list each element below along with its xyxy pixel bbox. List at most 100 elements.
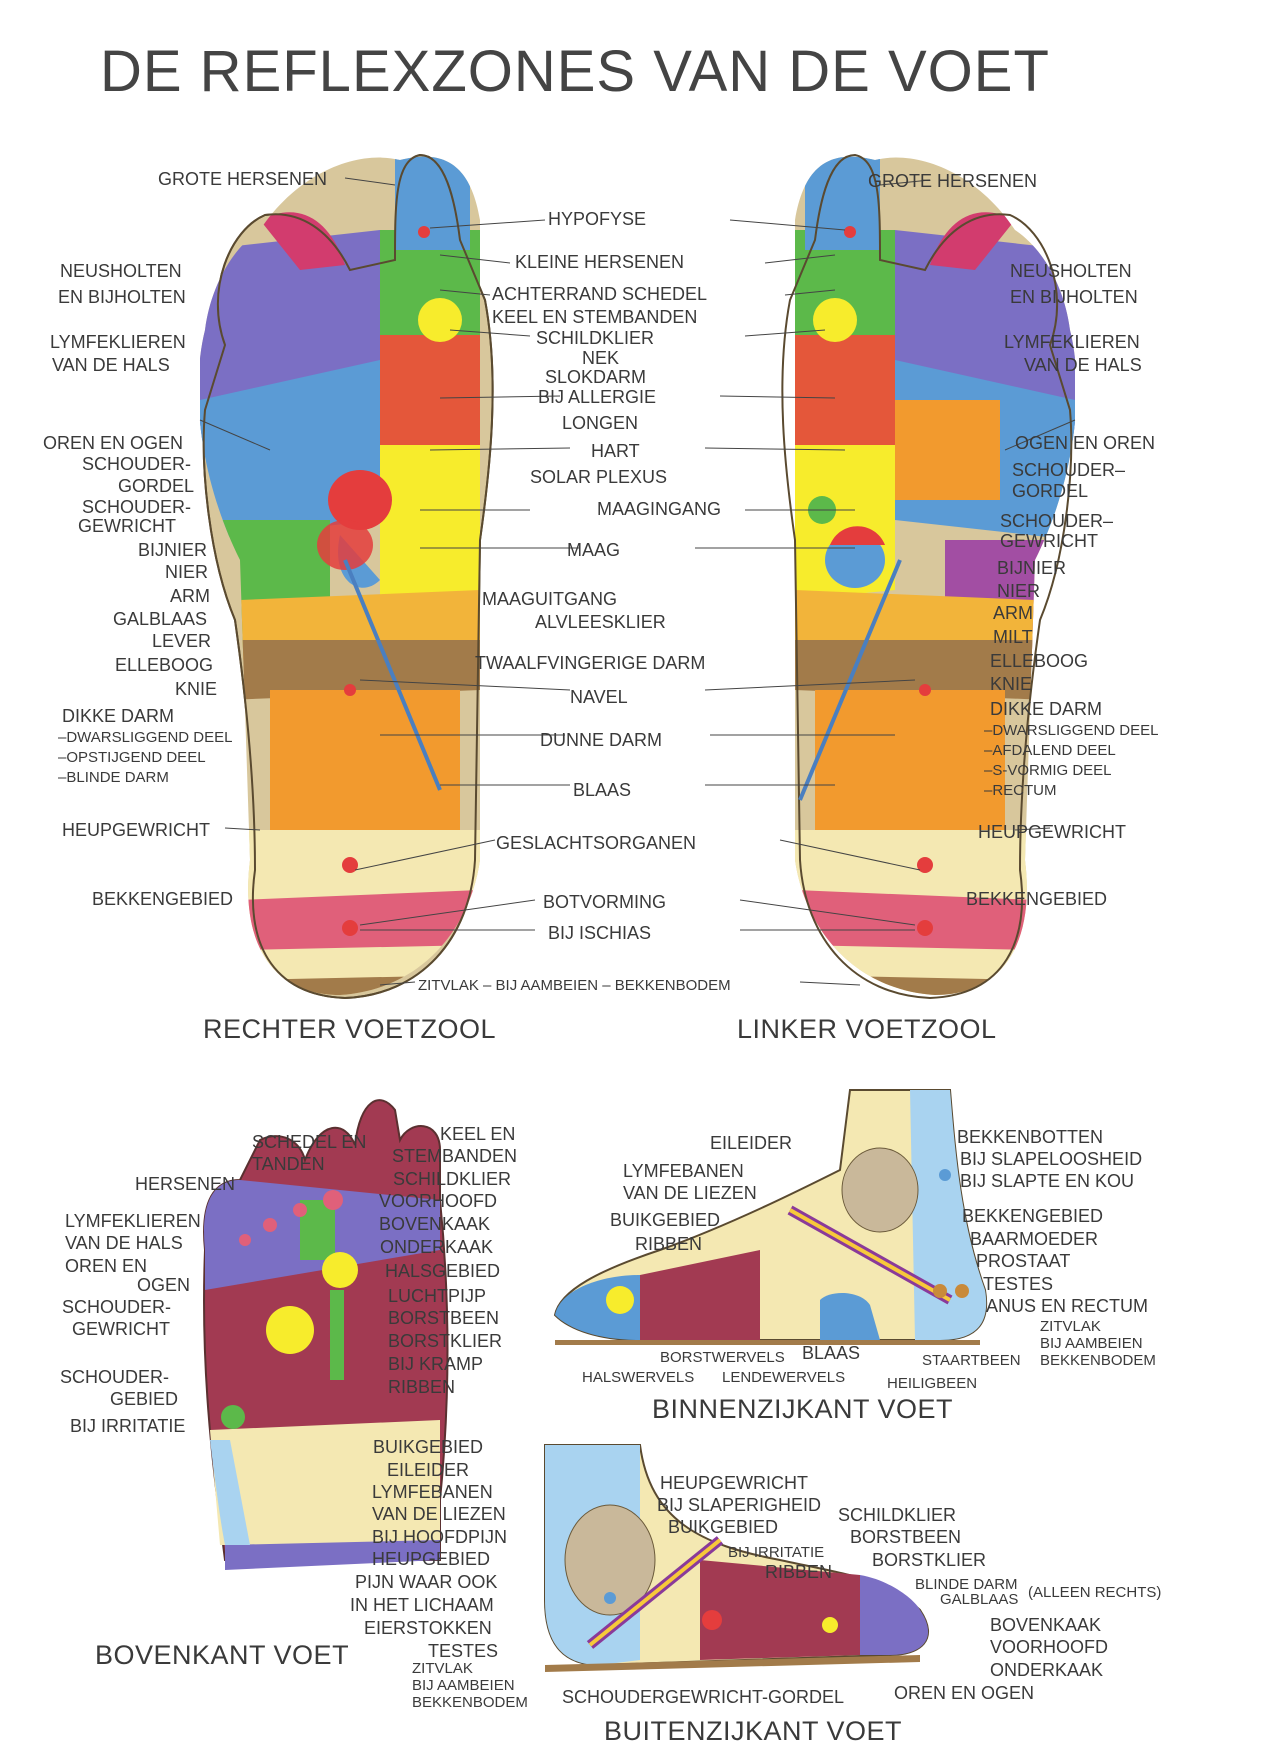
ls-dwarsliggend-deel: –DWARSLIGGEND DEEL [984, 722, 1159, 739]
inner-ribben: RIBBEN [635, 1234, 703, 1254]
rs-lymfeklieren: LYMFEKLIEREN [50, 332, 186, 352]
outer-bij-slaperigheid: BIJ SLAPERIGHEID [657, 1495, 822, 1515]
top-schedel-en: SCHEDEL EN [252, 1132, 367, 1152]
caption-binnenzijkant-voet: BINNENZIJKANT VOET [652, 1394, 954, 1424]
ls-ogen-en-oren: OGEN EN OREN [1015, 433, 1156, 453]
outer-galblaas: GALBLAAS [940, 1591, 1019, 1608]
rs-dwarsliggend-deel: –DWARSLIGGEND DEEL [58, 729, 233, 746]
ls-schouder-2: SCHOUDER– [1000, 511, 1114, 531]
label-maaguitgang: MAAGUITGANG [482, 589, 618, 609]
rs-heupgewricht: HEUPGEWRICHT [62, 820, 210, 840]
top-heupgebied: HEUPGEBIED [372, 1549, 491, 1569]
rs-schouder-2: SCHOUDER- [82, 497, 192, 517]
top-schouder-gewricht-1: SCHOUDER- [62, 1297, 172, 1317]
ls-elleboog: ELLEBOOG [990, 651, 1089, 671]
rs-gewricht: GEWRICHT [78, 516, 176, 536]
ls-grote-hersenen: GROTE HERSENEN [868, 171, 1038, 191]
top-lymfebanen: LYMFEBANEN [372, 1482, 493, 1502]
label-dunne-darm: DUNNE DARM [540, 730, 663, 750]
top-buikgebied: BUIKGEBIED [373, 1437, 484, 1457]
label-hypofyse: HYPOFYSE [548, 209, 647, 229]
top-borstklier: BORSTKLIER [388, 1331, 503, 1351]
top-hersenen: HERSENEN [135, 1174, 236, 1194]
outer-heupgewricht: HEUPGEWRICHT [660, 1473, 808, 1493]
inner-blaas: BLAAS [802, 1343, 861, 1363]
rs-neusholten: NEUSHOLTEN [60, 261, 182, 281]
ls-arm: ARM [993, 603, 1033, 623]
rs-grote-hersenen: GROTE HERSENEN [158, 169, 328, 189]
ls-gordel: GORDEL [1012, 481, 1089, 501]
inner-bij-slapeloosheid: BIJ SLAPELOOSHEID [960, 1149, 1143, 1169]
outer-ribben: RIBBEN [765, 1562, 833, 1582]
label-longen: LONGEN [562, 413, 639, 433]
left-sole-diagram [781, 153, 1075, 1000]
rs-schouder-1: SCHOUDER- [82, 454, 192, 474]
inner-bij-aambeien: BIJ AAMBEIEN [1040, 1335, 1143, 1352]
label-geslachtsorganen: GESLACHTSORGANEN [496, 833, 697, 853]
label-botvorming: BOTVORMING [543, 892, 667, 912]
ls-en-bijholten: EN BIJHOLTEN [1010, 287, 1138, 307]
inner-eileider: EILEIDER [710, 1133, 793, 1153]
label-keel-en-stembanden: KEEL EN STEMBANDEN [492, 307, 698, 327]
top-voorhoofd: VOORHOOFD [379, 1191, 498, 1211]
ls-neusholten: NEUSHOLTEN [1010, 261, 1132, 281]
label-bij-allergie: BIJ ALLERGIE [538, 387, 657, 407]
top-zitvlak: ZITVLAK [412, 1660, 473, 1677]
label-maagingang: MAAGINGANG [597, 499, 722, 519]
label-blaas: BLAAS [573, 780, 632, 800]
inner-side-diagram [553, 1089, 988, 1345]
inner-bekkenbodem: BEKKENBODEM [1040, 1352, 1156, 1369]
inner-zitvlak: ZITVLAK [1040, 1318, 1101, 1335]
outer-alleen-rechts: (ALLEEN RECHTS) [1028, 1584, 1162, 1601]
ls-gewricht: GEWRICHT [1000, 531, 1098, 551]
rs-blinde-darm: –BLINDE DARM [58, 769, 169, 786]
top-tanden: TANDEN [252, 1154, 325, 1174]
label-maag: MAAG [567, 540, 621, 560]
outer-oren-en-ogen: OREN EN OGEN [894, 1683, 1035, 1703]
ls-van-de-hals: VAN DE HALS [1024, 355, 1142, 375]
label-nek: NEK [582, 348, 620, 368]
label-solar-plexus: SOLAR PLEXUS [530, 467, 668, 487]
inner-borstwervels: BORSTWERVELS [660, 1349, 785, 1366]
ls-knie: KNIE [990, 674, 1033, 694]
inner-anus-en-rectum: ANUS EN RECTUM [986, 1296, 1149, 1316]
caption-rechter-voetzool: RECHTER VOETZOOL [203, 1014, 497, 1044]
inner-van-de-liezen: VAN DE LIEZEN [623, 1183, 757, 1203]
top-gebied: GEBIED [110, 1389, 179, 1409]
rs-oren-en-ogen: OREN EN OGEN [43, 433, 184, 453]
inner-testes: TESTES [983, 1274, 1054, 1294]
outer-borstbeen: BORSTBEEN [850, 1527, 962, 1547]
top-testes: TESTES [428, 1641, 499, 1661]
outer-borstklier: BORSTKLIER [872, 1550, 987, 1570]
ls-schouder-1: SCHOUDER– [1012, 460, 1126, 480]
top-schouder-gebied: SCHOUDER- [60, 1367, 170, 1387]
rs-knie: KNIE [175, 679, 218, 699]
label-navel: NAVEL [570, 687, 628, 707]
top-bij-aambeien: BIJ AAMBEIEN [412, 1677, 515, 1694]
ls-afdalend-deel: –AFDALEND DEEL [984, 742, 1116, 759]
ls-bijnier: BIJNIER [997, 558, 1067, 578]
label-slokdarm: SLOKDARM [545, 367, 647, 387]
ls-lymfeklieren: LYMFEKLIEREN [1004, 332, 1140, 352]
inner-halswervels: HALSWERVELS [582, 1369, 695, 1386]
top-bij-irritatie: BIJ IRRITATIE [70, 1416, 186, 1436]
inner-buikgebied: BUIKGEBIED [610, 1210, 721, 1230]
page-title: DE REFLEXZONES VAN DE VOET [100, 39, 1050, 104]
caption-buitenzijkant-voet: BUITENZIJKANT VOET [604, 1716, 903, 1746]
label-alvleesklier: ALVLEESKLIER [535, 612, 666, 632]
inner-lymfebanen: LYMFEBANEN [623, 1161, 744, 1181]
top-oren-en: OREN EN [65, 1256, 148, 1276]
rs-en-bijholten: EN BIJHOLTEN [58, 287, 186, 307]
rs-gordel: GORDEL [118, 476, 195, 496]
inner-prostaat: PROSTAAT [976, 1251, 1071, 1271]
inner-baarmoeder: BAARMOEDER [970, 1229, 1099, 1249]
caption-linker-voetzool: LINKER VOETZOOL [737, 1014, 997, 1044]
rs-lever: LEVER [152, 631, 212, 651]
label-hart: HART [591, 441, 640, 461]
top-onderkaak: ONDERKAAK [380, 1237, 494, 1257]
top-bij-hoofdpijn: BIJ HOOFDPIJN [372, 1527, 508, 1547]
top-schildklier: SCHILDKLIER [393, 1169, 512, 1189]
top-stembanden: STEMBANDEN [392, 1146, 518, 1166]
top-eierstokken: EIERSTOKKEN [364, 1618, 492, 1638]
rs-bijnier: BIJNIER [138, 540, 208, 560]
